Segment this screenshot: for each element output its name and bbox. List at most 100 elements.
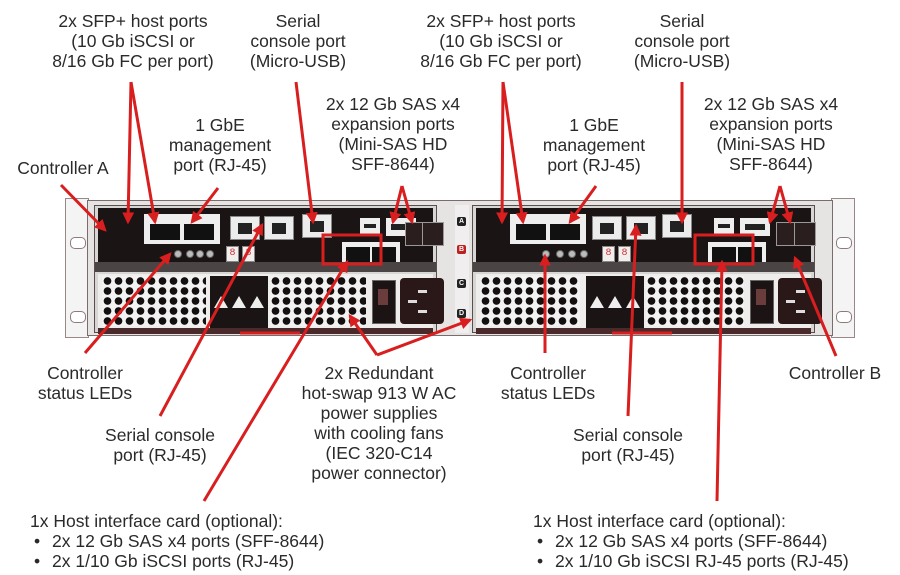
label-line: 8/16 Gb FC per port) <box>52 51 214 71</box>
seven-segment-display: 8 <box>242 246 255 262</box>
label-line: hot-swap 913 W AC <box>301 383 457 403</box>
status-led <box>174 250 182 258</box>
sfp-port[interactable] <box>516 224 546 240</box>
seven-segment-display: 8 <box>618 246 631 262</box>
marker-d: D <box>457 309 466 318</box>
power-supply-b <box>476 274 822 330</box>
label-line: management <box>542 135 646 155</box>
rack-ear-hole <box>70 237 86 249</box>
warning-icon <box>214 296 228 308</box>
label-line: port (RJ-45) <box>547 155 641 175</box>
label-line: console port <box>250 31 346 51</box>
power-switch[interactable] <box>750 280 774 324</box>
rj45-port[interactable] <box>264 216 294 240</box>
label-serial-rj45-a: Serial console port (RJ-45) <box>90 425 230 465</box>
psu-handle[interactable] <box>98 328 433 334</box>
label-line: port (RJ-45) <box>581 445 675 465</box>
label-status-leds-b: Controller status LEDs <box>488 363 608 403</box>
label-line: 1x Host interface card (optional): <box>533 511 786 531</box>
hic-b-list: 2x 12 Gb SAS x4 ports (SFF-8644) 2x 1/10… <box>533 531 849 571</box>
hic-port[interactable] <box>712 247 736 263</box>
label-line: (10 Gb iSCSI or <box>71 31 195 51</box>
label-line: SFF-8644) <box>729 154 813 174</box>
serial-rj45-port[interactable] <box>302 214 332 238</box>
label-line: Serial <box>275 11 321 31</box>
power-switch[interactable] <box>372 280 396 324</box>
label-line: power connector) <box>311 463 447 483</box>
fan-grill <box>102 276 206 326</box>
connector-pin <box>796 290 805 293</box>
rack-ear-hole <box>70 311 86 323</box>
label-controller-b: Controller B <box>780 363 890 383</box>
marker-b: B <box>457 245 466 254</box>
warning-icon <box>626 296 640 308</box>
status-led <box>568 250 576 258</box>
label-line: with cooling fans <box>314 423 444 443</box>
micro-usb-port[interactable] <box>360 218 380 234</box>
label-line: (Micro-USB) <box>249 51 347 71</box>
list-item: 2x 12 Gb SAS x4 ports (SFF-8644) <box>34 531 324 551</box>
controller-b-canister: 8 8 <box>472 205 822 334</box>
label-line: 1 GbE <box>195 115 245 135</box>
label-line: status LEDs <box>500 383 596 403</box>
sfp-port[interactable] <box>150 224 180 240</box>
label-line: Controller A <box>17 158 109 178</box>
storage-enclosure-rear: 8 8 A <box>65 198 855 338</box>
iec-c14-power-connector[interactable] <box>400 278 444 324</box>
sfp-cage-a <box>144 214 220 244</box>
label-line: Serial console <box>573 425 683 445</box>
hic-port[interactable] <box>738 247 762 263</box>
connector-pin <box>408 300 417 303</box>
rj45-port[interactable] <box>626 216 656 240</box>
rack-ear-right <box>831 198 855 338</box>
power-supply-a <box>98 274 444 330</box>
label-line: Serial console <box>105 425 215 445</box>
fan-grill <box>480 276 580 326</box>
label-line: expansion ports <box>331 114 455 134</box>
fan-grill <box>270 276 366 326</box>
label-line: power supplies <box>320 403 438 423</box>
mgmt-rj45-port[interactable] <box>230 216 260 240</box>
label-mgmt-port-b: 1 GbE management port (RJ-45) <box>534 115 654 175</box>
marker-c: C <box>457 279 466 288</box>
hic-port[interactable] <box>372 247 396 263</box>
psu-handle[interactable] <box>476 328 811 334</box>
label-line: status LEDs <box>37 383 133 403</box>
warning-icon <box>590 296 604 308</box>
list-item: 2x 1/10 Gb iSCSI RJ-45 ports (RJ-45) <box>537 551 849 571</box>
label-serial-micro-usb-b: Serial console port (Micro-USB) <box>622 11 742 71</box>
micro-usb-port[interactable] <box>714 218 734 234</box>
sfp-port[interactable] <box>184 224 214 240</box>
sfp-port[interactable] <box>550 224 580 240</box>
label-line: management <box>168 135 272 155</box>
psu-status-panel <box>210 276 268 328</box>
serial-rj45-port[interactable] <box>662 214 692 238</box>
seven-segment-display: 8 <box>226 246 239 262</box>
controller-b-module: 8 8 <box>476 208 816 268</box>
usb-port[interactable] <box>740 218 770 236</box>
hic-port[interactable] <box>346 247 370 263</box>
sas-expansion-port[interactable] <box>422 222 444 246</box>
label-host-interface-card-b: 1x Host interface card (optional): 2x 12… <box>533 511 849 571</box>
label-line: 2x Redundant <box>324 363 434 383</box>
label-line: Controller B <box>788 363 882 383</box>
label-host-interface-card-a: 1x Host interface card (optional): 2x 12… <box>30 511 324 571</box>
label-line: Serial <box>659 11 705 31</box>
controller-a-module: 8 8 <box>98 208 444 268</box>
list-item: 2x 12 Gb SAS x4 ports (SFF-8644) <box>537 531 849 551</box>
label-line: 2x 12 Gb SAS x4 <box>325 94 461 114</box>
controller-a-canister: 8 8 <box>94 205 444 334</box>
label-line: 2x SFP+ host ports <box>426 11 576 31</box>
label-line: 2x 12 Gb SAS x4 <box>703 94 839 114</box>
iec-c14-power-connector[interactable] <box>778 278 822 324</box>
label-mgmt-port-a: 1 GbE management port (RJ-45) <box>160 115 280 175</box>
label-line: expansion ports <box>709 114 833 134</box>
rack-ear-left <box>65 198 89 338</box>
status-led <box>580 250 588 258</box>
label-sas-expansion-b: 2x 12 Gb SAS x4 expansion ports (Mini-SA… <box>696 94 846 174</box>
label-status-leds-a: Controller status LEDs <box>30 363 140 403</box>
mgmt-rj45-port[interactable] <box>592 216 622 240</box>
label-sas-expansion-a: 2x 12 Gb SAS x4 expansion ports (Mini-SA… <box>318 94 468 174</box>
label-sfp-host-ports-b: 2x SFP+ host ports (10 Gb iSCSI or 8/16 … <box>406 11 596 71</box>
sas-expansion-port[interactable] <box>794 222 816 246</box>
